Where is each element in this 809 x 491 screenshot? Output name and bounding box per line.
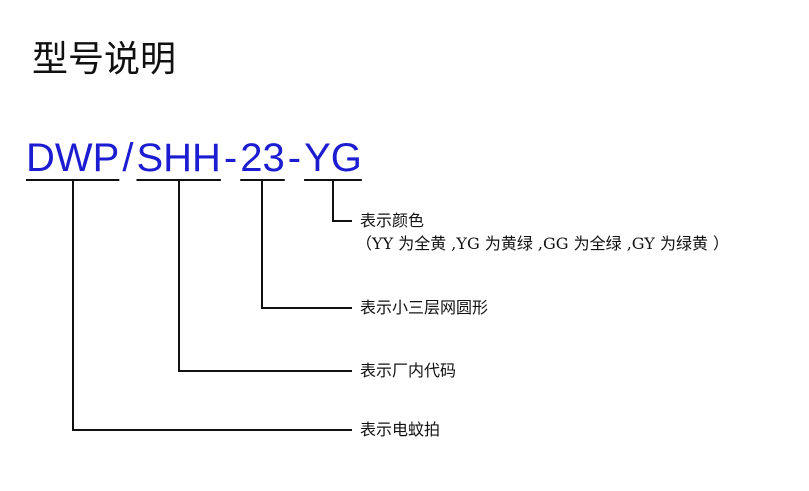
label-wires: 表示小三层网圆形 [360,298,489,317]
label-cable: 表示电蚊拍 [360,420,441,439]
code-dash-2: - [287,136,302,180]
page-title: 型号说明 [32,39,177,80]
label-factory: 表示厂内代码 [360,361,457,380]
connector-shh [178,180,352,372]
code-yg: YG [304,136,362,180]
connector-yg [332,180,352,222]
code-slash: / [122,136,134,180]
code-shh: SHH [136,136,221,180]
code-dash-1: - [223,136,238,180]
label-color-detail: （YY 为全黄 ,YG 为黄绿 ,GG 为全绿 ,GY 为绿黄 ） [356,234,730,253]
label-color: 表示颜色 [360,211,425,230]
code-dwp: DWP [26,136,120,180]
code-23: 23 [240,136,285,180]
model-code: DWP / SHH - 23 - YG [26,136,362,180]
connector-23 [261,180,352,309]
connector-dwp [72,180,352,431]
